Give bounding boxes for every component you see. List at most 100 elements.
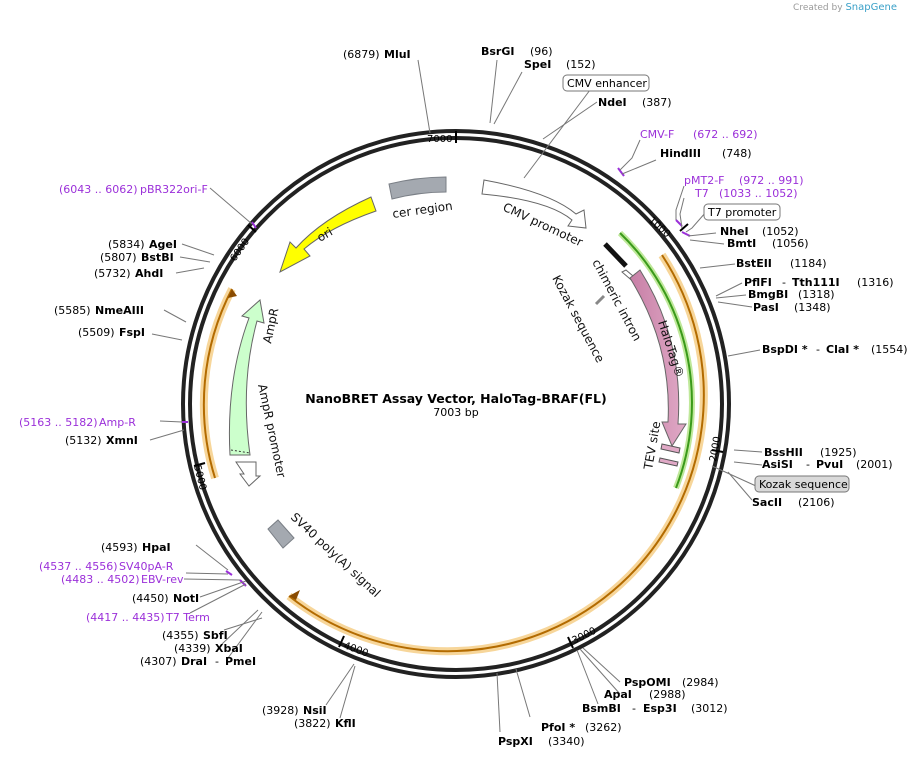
credit-prefix: Created by — [793, 3, 843, 13]
site-pos: (1052) — [762, 225, 799, 238]
ampr-promoter-arrow — [235, 461, 262, 487]
primer-name: EBV-rev — [141, 573, 184, 586]
chimeric-intron-label: chimeric intron — [589, 257, 644, 344]
site-name: ApaI — [604, 688, 632, 701]
site-pos: (2988) — [649, 688, 686, 701]
site-name: FspI — [119, 326, 145, 339]
primer-labels: CMV-F (672 .. 692) pMT2-F (972 .. 991) T… — [19, 128, 804, 624]
site-pos: (3928) — [262, 704, 299, 717]
primer-name: Amp-R — [99, 416, 136, 429]
site-separator: - — [782, 276, 786, 289]
primer-name: T7 — [694, 187, 709, 200]
plasmid-title: NanoBRET Assay Vector, HaloTag-BRAF(FL) — [305, 391, 606, 406]
site-name: NdeI — [598, 96, 627, 109]
site-name: BstBI — [141, 251, 174, 264]
cer-region-label: cer region — [391, 199, 453, 221]
primer-pos: (972 .. 991) — [739, 174, 804, 187]
site-name: NheI — [720, 225, 749, 238]
halotag-arrow — [629, 269, 687, 448]
site-name: PmeI — [225, 655, 256, 668]
site-pos: (152) — [566, 58, 596, 71]
primer-pos: (4483 .. 4502) — [61, 573, 140, 586]
tick-label-2000: 2000 — [708, 436, 723, 463]
site-pos: (748) — [722, 147, 752, 160]
site-name: PasI — [753, 301, 779, 314]
tick-label-7000: 7000 — [427, 134, 452, 145]
site-name: SpeI — [524, 58, 551, 71]
site-name: BstEII — [736, 257, 772, 270]
site-separator: - — [806, 458, 810, 471]
site-name: BsmBI — [582, 702, 621, 715]
site-separator: - — [816, 343, 820, 356]
kozak-sequence-mark — [594, 294, 606, 306]
primer-pos: (4537 .. 4556) — [39, 560, 118, 573]
site-name: SbfI — [203, 629, 228, 642]
primer-pos: (672 .. 692) — [693, 128, 758, 141]
primer-pos: (1033 .. 1052) — [719, 187, 798, 200]
tev-site-block — [660, 443, 681, 454]
t7-promoter-box — [703, 203, 781, 221]
primer-pos: (4417 .. 4435) — [86, 611, 165, 624]
cmv-enhancer-box — [562, 74, 650, 92]
site-pos: (1184) — [790, 257, 827, 270]
site-pos: (2106) — [798, 496, 835, 509]
leader-lines — [149, 59, 763, 733]
primer-name: CMV-F — [640, 128, 674, 141]
site-name: KflI — [335, 717, 356, 730]
site-name: NotI — [173, 592, 199, 605]
site-pos: (5732) — [94, 267, 131, 280]
site-name: AhdI — [135, 267, 163, 280]
site-name: MluI — [384, 48, 411, 61]
site-name: BspDI * — [762, 343, 808, 356]
site-pos: (3340) — [548, 735, 585, 748]
primer-name: pBR322ori-F — [140, 183, 208, 196]
ampr-label: AmpR — [260, 307, 281, 345]
site-pos: (5509) — [78, 326, 115, 339]
t7-promoter-label: T7 promoter — [707, 206, 777, 219]
primer-name: SV40pA-R — [119, 560, 174, 573]
primer-name: pMT2-F — [684, 174, 725, 187]
site-separator: - — [632, 702, 636, 715]
site-name: NmeAIII — [95, 304, 144, 317]
ori-arrow — [279, 196, 377, 274]
site-name: BsrGI — [481, 45, 514, 58]
site-pos: (1925) — [820, 446, 857, 459]
snapgene-credit: Created by SnapGene — [793, 2, 897, 13]
site-pos: (1318) — [798, 288, 835, 301]
sv40-polya-label: SV40 poly(A) signal — [288, 510, 383, 600]
site-name: Esp3I — [643, 702, 677, 715]
site-pos: (4307) — [140, 655, 177, 668]
ampr-promoter-label: AmpR promoter — [255, 383, 289, 479]
site-name: DraI — [181, 655, 207, 668]
primer-name: T7 Term — [165, 611, 210, 624]
chimeric-intron-block — [603, 242, 628, 268]
ori-label: ori — [315, 225, 336, 245]
site-pos: (3262) — [585, 721, 622, 734]
site-name: NsiI — [303, 704, 327, 717]
site-name: ClaI * — [826, 343, 859, 356]
site-pos: (96) — [530, 45, 553, 58]
site-name: Tth111I — [792, 276, 840, 289]
ampr-arrow — [228, 299, 265, 456]
site-name: SacII — [752, 496, 782, 509]
site-pos: (3822) — [294, 717, 331, 730]
primer-pos: (5163 .. 5182) — [19, 416, 98, 429]
cmv-enhancer-label: CMV enhancer — [567, 77, 647, 90]
site-labels: (6879) MluI BsrGI (96) SpeI (152) NdeI (… — [54, 45, 907, 748]
site-name: BssHII — [764, 446, 803, 459]
site-pos: (387) — [642, 96, 672, 109]
sv40-polya-block — [267, 519, 295, 549]
site-pos: (5834) — [108, 238, 145, 251]
ampr-divider — [230, 449, 251, 454]
site-name: HindIII — [660, 147, 701, 160]
site-name: PvuI — [816, 458, 843, 471]
site-pos: (3012) — [691, 702, 728, 715]
site-name: AsiSI — [762, 458, 793, 471]
primer-pos: (6043 .. 6062) — [59, 183, 138, 196]
orange-bands — [199, 252, 708, 656]
site-name: XbaI — [215, 642, 243, 655]
site-pos: (1316) — [857, 276, 894, 289]
site-pos: (4450) — [132, 592, 169, 605]
site-name: AgeI — [149, 238, 177, 251]
